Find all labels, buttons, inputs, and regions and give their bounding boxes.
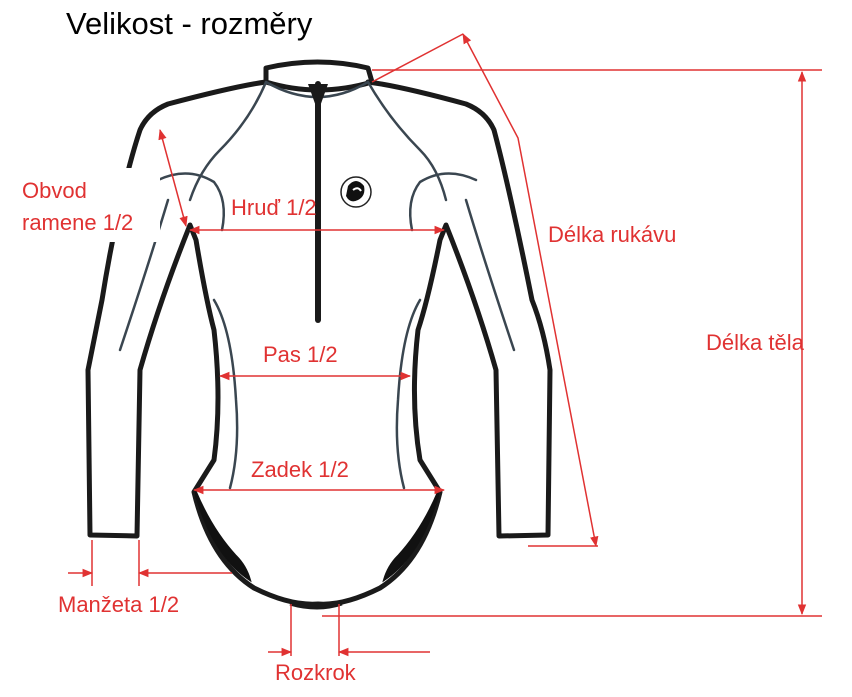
label-rozkrok: Rozkrok <box>275 660 356 685</box>
delka-rukavu-guide <box>371 33 464 83</box>
page-title: Velikost - rozměry <box>66 6 313 41</box>
label-delka-tela: Délka těla <box>706 330 804 355</box>
label-pas: Pas 1/2 <box>263 342 338 367</box>
delka-rukavu-line <box>462 33 599 548</box>
hip-panel-right <box>382 491 439 583</box>
collar-zip-panel <box>308 84 328 112</box>
label-hrud: Hruď 1/2 <box>231 195 317 220</box>
label-zadek: Zadek 1/2 <box>251 457 349 482</box>
measurement-lines <box>68 33 822 657</box>
crotch-line <box>289 602 343 610</box>
hip-panel-left <box>195 491 252 583</box>
obvod-ramene-line <box>158 128 188 228</box>
label-backdrop <box>14 168 160 242</box>
label-manzeta: Manžeta 1/2 <box>58 592 180 617</box>
label-obvod-line2: ramene 1/2 <box>22 210 134 235</box>
label-delka-rukavu: Délka rukávu <box>548 222 677 247</box>
logo-icon <box>340 176 372 208</box>
label-obvod-line1: Obvod <box>22 178 87 203</box>
